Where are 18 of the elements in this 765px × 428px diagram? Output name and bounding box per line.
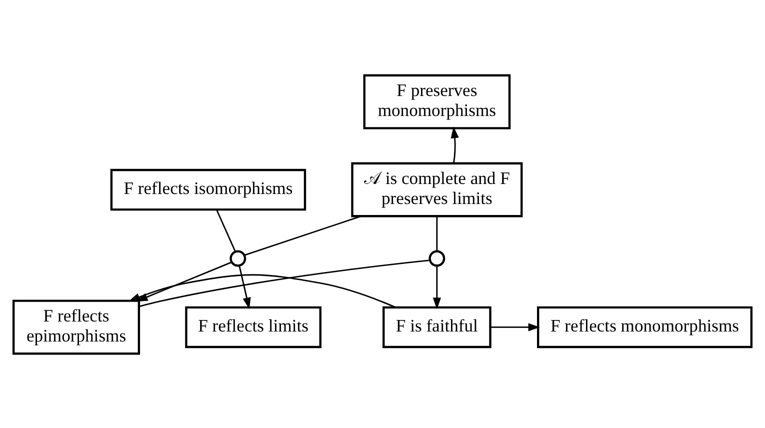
node-box: F reflects limits [185,306,322,348]
node-box: F preserves monomorphisms [363,74,511,129]
node-circle [230,250,246,266]
arrow [238,265,251,309]
node-box: F reflects monomorphisms [537,306,753,348]
node-circle [428,250,446,266]
connector [216,208,236,252]
node-box: F is faithful [382,306,492,348]
connector [436,216,438,251]
connector [139,259,430,307]
arrow [490,322,540,331]
node-box: F reflects epimorphisms [12,299,140,354]
node-box: F reflects isomorphisms [110,168,306,210]
connector [244,215,362,256]
arrow [432,265,442,309]
arrow [128,274,396,308]
arrow [450,126,459,163]
node-box: 𝒜 is complete and F preserves limits [351,162,523,217]
